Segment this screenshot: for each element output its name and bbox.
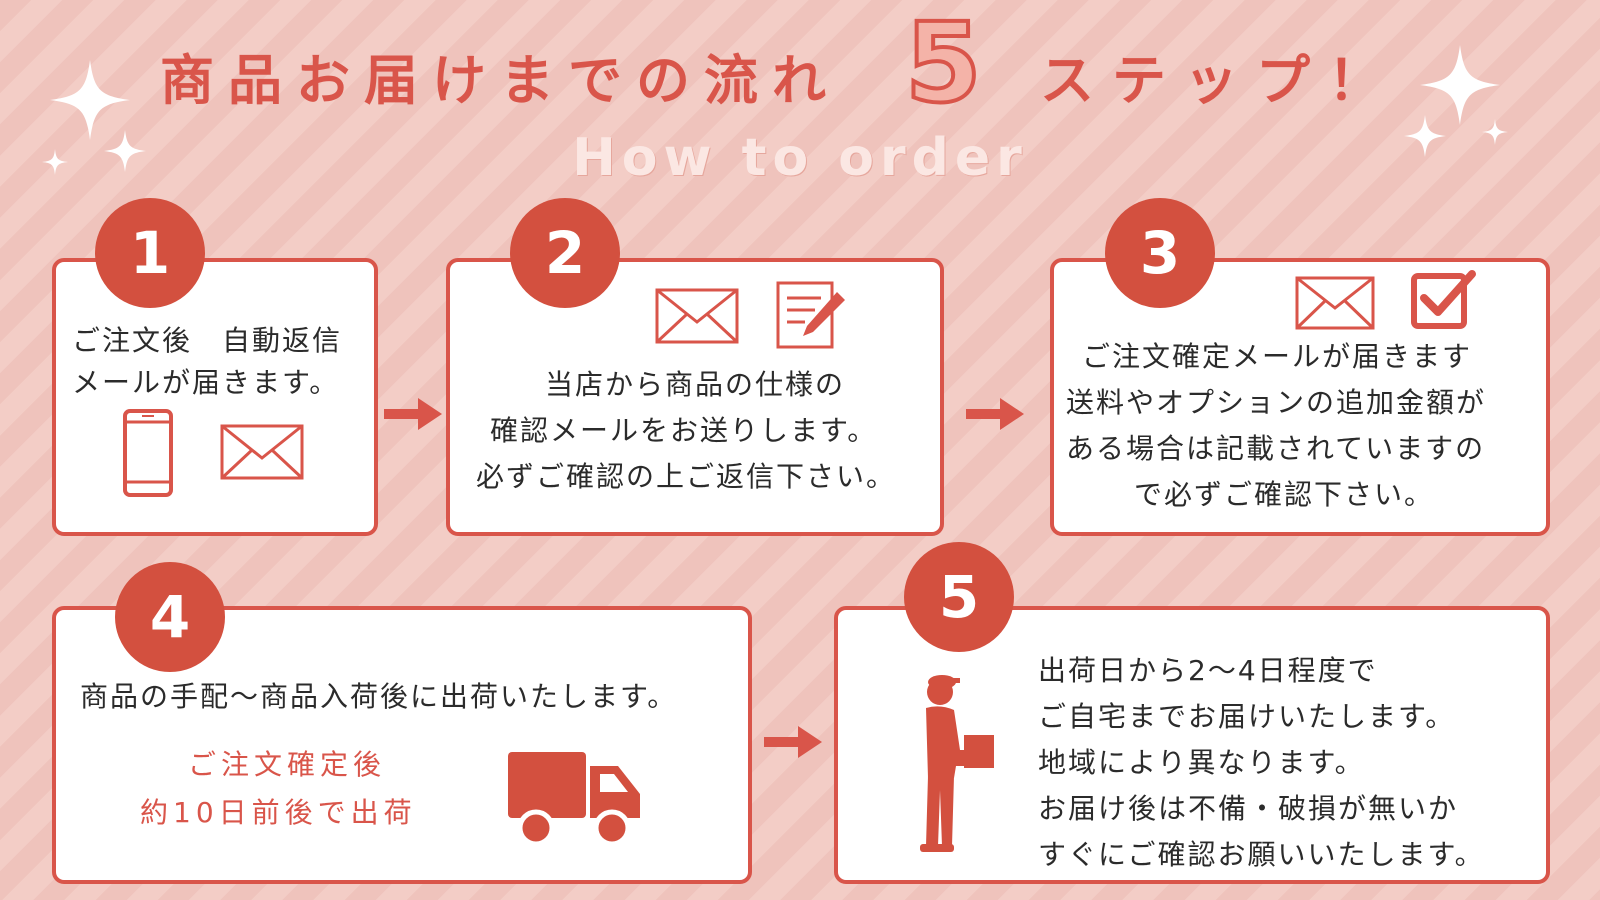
step-1-line-1: ご注文後 自動返信 <box>72 324 343 357</box>
step-2-line-2: 確認メールをお送りします。 <box>490 414 878 447</box>
step-4-highlight-2: 約10日前後で出荷 <box>140 796 417 829</box>
step-2-line-3: 必ずご確認の上ご返信下さい。 <box>476 460 897 493</box>
step-3-badge: 3 <box>1105 198 1215 308</box>
envelope-icon <box>1295 276 1375 330</box>
sparkle-icon <box>1404 45 1508 157</box>
step-1-line-2: メールが届きます。 <box>72 366 340 399</box>
title-step-count: 5 <box>903 0 984 127</box>
truck-icon <box>508 752 640 847</box>
step-4-badge: 4 <box>115 562 225 672</box>
document-pen-icon <box>776 281 845 349</box>
step-3-line-4: で必ずご確認下さい。 <box>1134 478 1435 511</box>
arrow-right-icon <box>764 726 822 758</box>
step-4-highlight-1: ご注文確定後 <box>188 748 387 781</box>
step-1-badge: 1 <box>95 198 205 308</box>
arrow-right-icon <box>966 398 1024 430</box>
sparkle-icon <box>42 60 146 175</box>
step-2-card <box>446 258 944 536</box>
step-2-badge: 2 <box>510 198 620 308</box>
step-5-line-2: ご自宅までお届けいたします。 <box>1038 700 1456 733</box>
step-2-line-1: 当店から商品の仕様の <box>545 368 846 401</box>
step-1-card <box>52 258 378 536</box>
page-title: 商品お届けまでの流れ <box>160 49 840 112</box>
step-5-line-4: お届け後は不備・破損が無いか <box>1038 792 1459 825</box>
step-5-badge: 5 <box>904 542 1014 652</box>
step-3-line-2: 送料やオプションの追加金額が <box>1066 386 1487 419</box>
page-header: 商品お届けまでの流れ 5 ステップ！ <box>0 0 1600 127</box>
step-4-line-1: 商品の手配～商品入荷後に出荷いたします。 <box>80 680 678 713</box>
envelope-icon <box>220 424 304 480</box>
step-3-line-3: ある場合は記載されていますの <box>1066 432 1486 465</box>
delivery-person-icon <box>920 675 994 852</box>
checkbox-icon <box>1411 270 1476 329</box>
envelope-icon <box>655 288 739 344</box>
title-tail: ステップ！ <box>1040 49 1400 112</box>
step-3-line-1: ご注文確定メールが届きます <box>1082 340 1473 373</box>
arrow-right-icon <box>384 398 442 430</box>
smartphone-icon <box>123 409 173 497</box>
step-5-line-1: 出荷日から2～4日程度で <box>1038 654 1378 687</box>
page-subtitle: How to order <box>572 128 1028 188</box>
step-5-line-5: すぐにご確認お願いいたします。 <box>1038 838 1485 871</box>
step-5-line-3: 地域により異なります。 <box>1038 746 1365 779</box>
